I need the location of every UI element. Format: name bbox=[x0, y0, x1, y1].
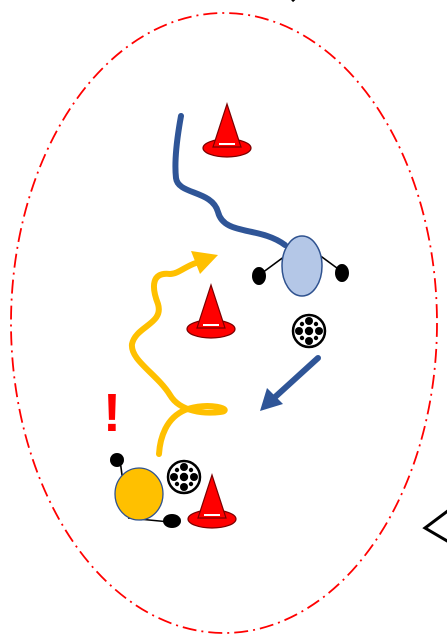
training-cone-icon bbox=[203, 104, 251, 157]
alert-mark: ! bbox=[103, 383, 121, 443]
corner-mark-top bbox=[292, 0, 304, 1]
player-marker-icon bbox=[115, 468, 163, 520]
defender-hand-left bbox=[252, 267, 266, 285]
player-marker-icon bbox=[282, 236, 322, 296]
pass-arrow bbox=[274, 358, 318, 398]
defender-player bbox=[252, 236, 349, 296]
corner-mark-right bbox=[425, 510, 447, 542]
training-cone-icon bbox=[187, 285, 235, 338]
attacker-hand-bottom bbox=[163, 514, 181, 528]
defender-hand-right bbox=[335, 264, 349, 282]
soccer-ball-icon bbox=[168, 461, 200, 493]
attacker-hand-top bbox=[110, 453, 124, 467]
attacker-player bbox=[110, 453, 181, 528]
soccer-ball-icon bbox=[293, 315, 325, 347]
